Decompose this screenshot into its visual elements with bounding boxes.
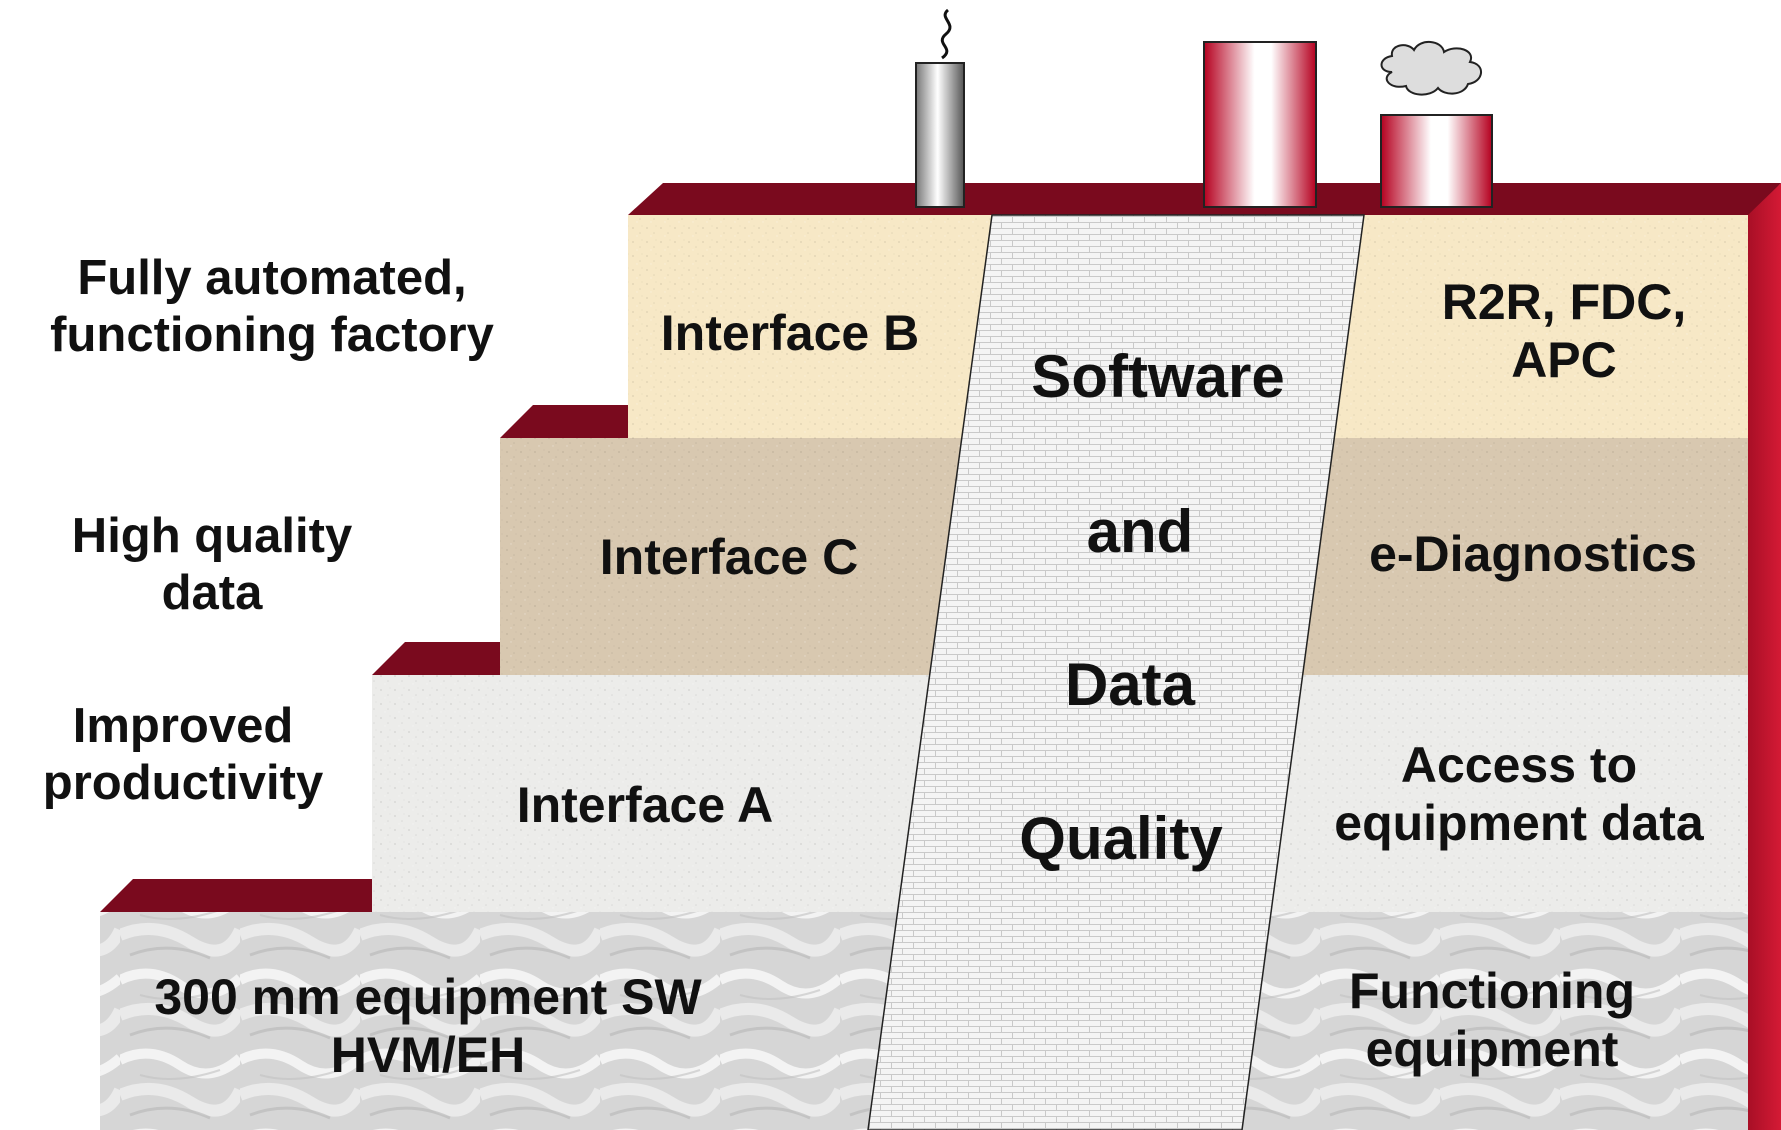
label-base-equipment: 300 mm equipment SW HVM/EH [154,969,702,1083]
ledge-step-2 [500,405,628,438]
smoke-squiggle [940,8,952,60]
label-software: Software [1031,343,1285,410]
red-chimney-short [1380,114,1493,208]
label-data: Data [1064,651,1196,718]
label-fully-automated: Fully automated, functioning factory [50,251,494,362]
ledge-step-3 [372,642,500,675]
label-interface-b: Interface B [660,305,920,361]
label-high-quality-data: High quality data [71,509,353,620]
label-r2r-fdc-apc: R2R, FDC, APC [1441,274,1687,388]
red-chimney-tall [1203,41,1317,208]
ledge-step-base [100,879,372,912]
label-quality: Quality [1019,805,1223,872]
grey-chimney [915,62,965,208]
label-e-diagnostics: e-Diagnostics [1369,526,1697,582]
label-interface-a: Interface A [516,777,774,833]
smoke-cloud [1380,41,1482,96]
label-interface-c: Interface C [599,529,859,585]
label-and: and [1086,498,1194,565]
label-access-equipment-data: Access to equipment data [1334,737,1704,851]
right-side-face [1748,183,1781,1130]
label-improved-productivity: Improved productivity [42,699,324,810]
label-functioning-equipment: Functioning equipment [1348,963,1636,1077]
center-column [867,214,1365,1130]
